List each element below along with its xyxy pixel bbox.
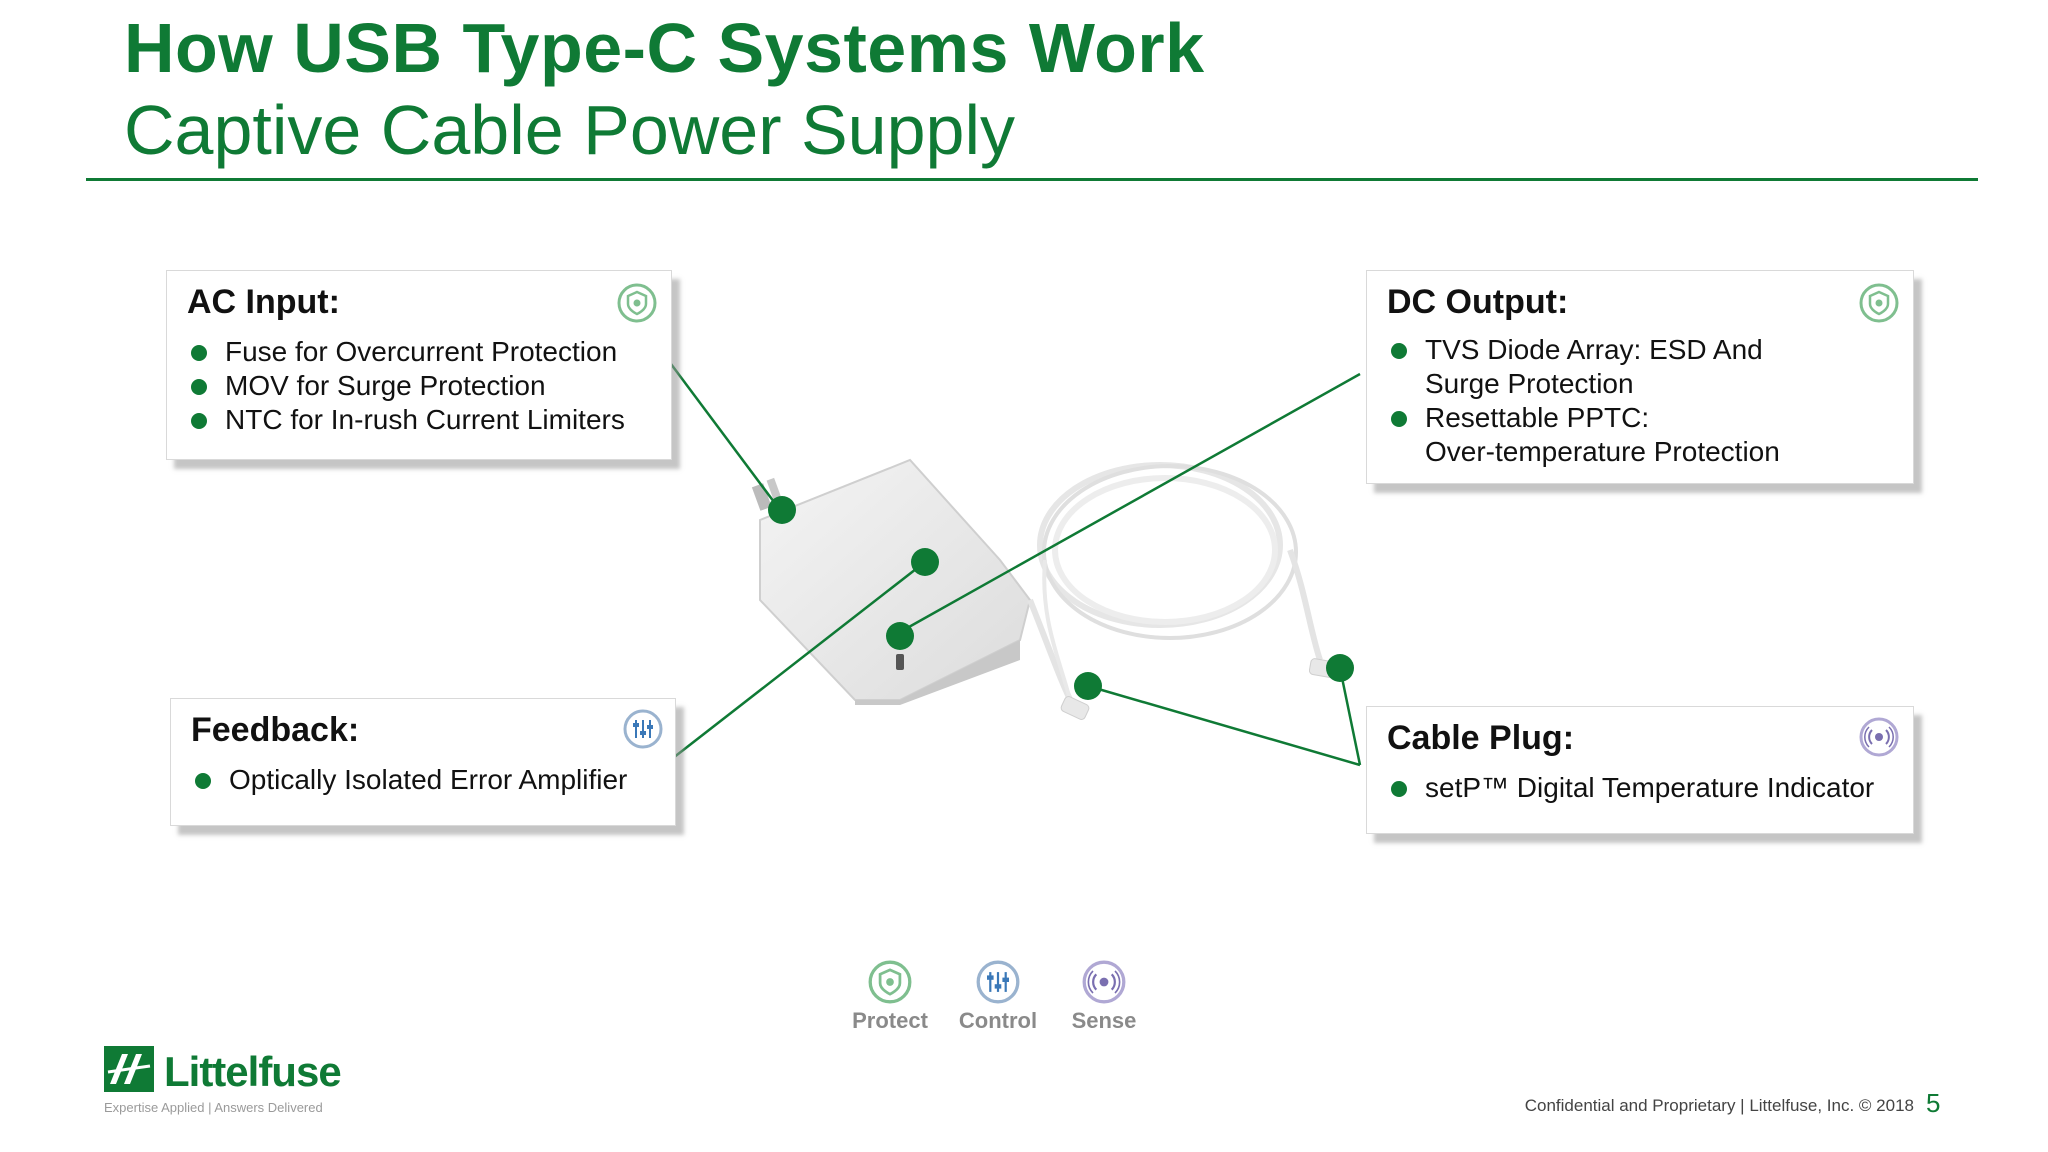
- list-item: Over-temperature Protection: [1387, 435, 1780, 469]
- list-item: Optically Isolated Error Amplifier: [191, 763, 627, 797]
- dc-output-title: DC Output:: [1387, 283, 1569, 321]
- feedback-callout: Feedback: Optically Isolated Error Ampli…: [170, 698, 676, 826]
- ac-input-title: AC Input:: [187, 283, 340, 321]
- littelfuse-logo: Littelfuse Expertise Applied | Answers D…: [104, 1046, 342, 1115]
- protect-icon: [617, 283, 657, 323]
- feedback-title: Feedback:: [191, 711, 360, 749]
- legend-sense: Sense: [1054, 960, 1154, 1034]
- list-item: Fuse for Overcurrent Protection: [187, 335, 625, 369]
- legend-protect-label: Protect: [852, 1008, 928, 1033]
- legend-sense-label: Sense: [1071, 1008, 1137, 1033]
- connector-lines: [666, 359, 1362, 767]
- dc-output-callout: DC Output: TVS Diode Array: ESD And Surg…: [1366, 270, 1914, 484]
- adapter-body: [751, 458, 1032, 705]
- usb-c-cable: [1027, 462, 1323, 712]
- slide-title: How USB Type-C Systems Work: [124, 9, 1205, 87]
- control-icon: [976, 960, 1020, 1004]
- sense-icon: [1859, 717, 1899, 757]
- brand-name: Littelfuse: [164, 1048, 342, 1095]
- list-item-continuation: Over-temperature Protection: [1425, 436, 1780, 467]
- list-item: TVS Diode Array: ESD And: [1387, 333, 1780, 367]
- ac-input-list: Fuse for Overcurrent Protection MOV for …: [187, 335, 625, 437]
- list-item: MOV for Surge Protection: [187, 369, 625, 403]
- protect-icon: [1859, 283, 1899, 323]
- page-number: 5: [1926, 1088, 1941, 1118]
- slide-subtitle: Captive Cable Power Supply: [124, 91, 1016, 169]
- control-icon: [623, 709, 663, 749]
- ac-input-callout: AC Input: Fuse for Overcurrent Protectio…: [166, 270, 672, 460]
- cable-plug-title: Cable Plug:: [1387, 719, 1575, 757]
- list-item-continuation: Surge Protection: [1425, 368, 1634, 399]
- legend-control-label: Control: [958, 1008, 1038, 1033]
- list-item: NTC for In-rush Current Limiters: [187, 403, 625, 437]
- legend-protect: Protect: [840, 960, 940, 1034]
- list-item: Surge Protection: [1387, 367, 1780, 401]
- cable-plug-callout: Cable Plug: setP™ Digital Temperature In…: [1366, 706, 1914, 834]
- list-item: setP™ Digital Temperature Indicator: [1387, 771, 1874, 805]
- protect-icon: [868, 960, 912, 1004]
- dc-output-list: TVS Diode Array: ESD And Surge Protectio…: [1387, 333, 1780, 469]
- footer-text: Confidential and Proprietary | Littelfus…: [1524, 1096, 1914, 1115]
- list-item: Resettable PPTC:: [1387, 401, 1780, 435]
- feedback-list: Optically Isolated Error Amplifier: [191, 763, 627, 797]
- title-divider: [86, 178, 1978, 181]
- sense-icon: [1082, 960, 1126, 1004]
- legend-control: Control: [948, 960, 1048, 1034]
- brand-tagline: Expertise Applied | Answers Delivered: [104, 1100, 323, 1115]
- littelfuse-logo-icon: [104, 1046, 154, 1092]
- cable-plug-list: setP™ Digital Temperature Indicator: [1387, 771, 1874, 805]
- connector-dots: [768, 496, 1354, 700]
